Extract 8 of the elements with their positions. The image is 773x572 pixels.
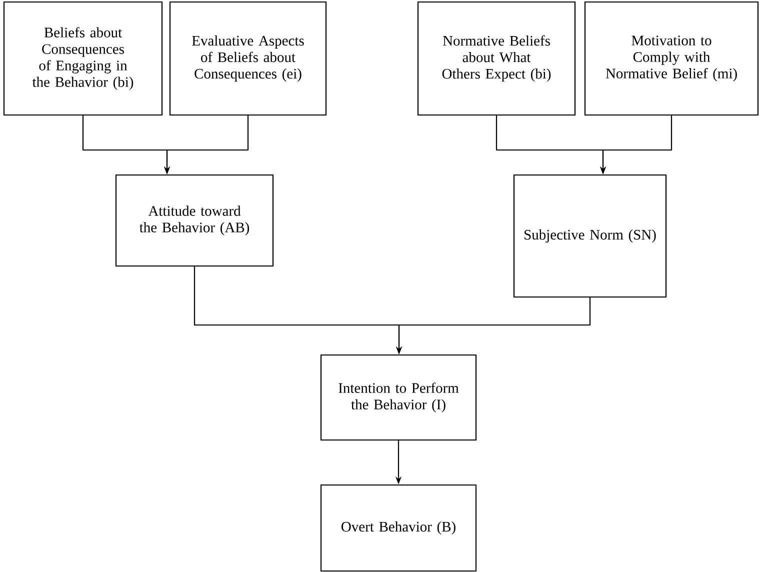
process-box: Intention to Perform the Behavior (I) [320, 354, 477, 441]
process-box: Normative Beliefs about What Others Expect (bi) [417, 1, 576, 116]
process-box: Motivation to Comply with Normative Belief (mi) [584, 1, 759, 116]
process-box: Beliefs about Consequences of Engaging in the Behavior (bi) [3, 1, 163, 116]
process-box: Evaluative Aspects of Beliefs about Consequences (ei) [169, 1, 327, 116]
process-box: Overt Behavior (B) [320, 484, 477, 572]
process-box: Subjective Norm (SN) [513, 174, 667, 298]
process-box: Attitude toward the Behavior (AB) [115, 174, 274, 267]
